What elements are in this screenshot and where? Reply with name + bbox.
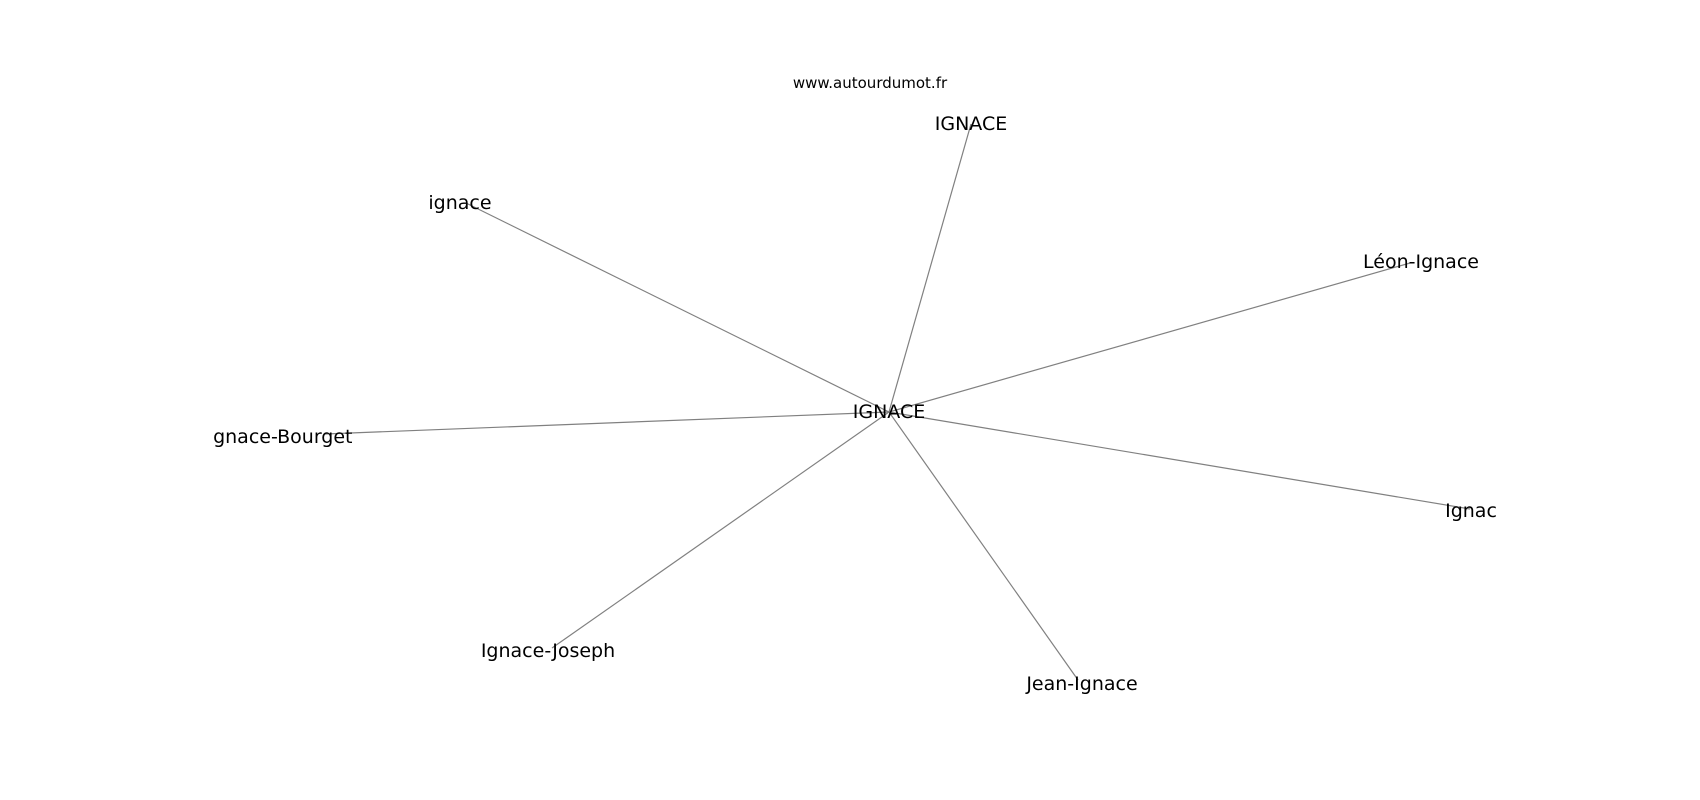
edge-center-n5 — [888, 411, 1471, 510]
node-label[interactable]: Léon-Ignace — [1363, 251, 1479, 273]
graph-layer: IGNACE IGNACE ignaceLéon-IgnaceIgnace-Bour… — [207, 113, 1497, 695]
site-watermark: www.autourdumot.fr — [793, 74, 948, 92]
node-label[interactable]: Ignace-Joseph — [481, 640, 615, 662]
edge-center-n1 — [888, 123, 972, 413]
node-label[interactable]: ignace — [428, 192, 491, 214]
edge-center-n2 — [465, 202, 890, 413]
node-label[interactable]: Jean-Ignace — [1025, 673, 1137, 695]
node-label[interactable]: Ignac — [1445, 500, 1497, 522]
edge-center-n7 — [888, 411, 1079, 681]
node-label[interactable]: IGNACE — [935, 113, 1007, 135]
node-label[interactable]: Ignace-Bourget — [207, 426, 353, 448]
edge-center-n3 — [888, 262, 1411, 413]
center-node-label[interactable]: IGNACE — [853, 401, 925, 423]
node-labels-layer: IGNACE IGNACE ignaceLéon-IgnaceIgnace-Bour… — [207, 113, 1497, 695]
edges-layer — [324, 123, 1471, 681]
edge-center-n6 — [551, 411, 890, 649]
edge-center-n4 — [324, 411, 890, 435]
